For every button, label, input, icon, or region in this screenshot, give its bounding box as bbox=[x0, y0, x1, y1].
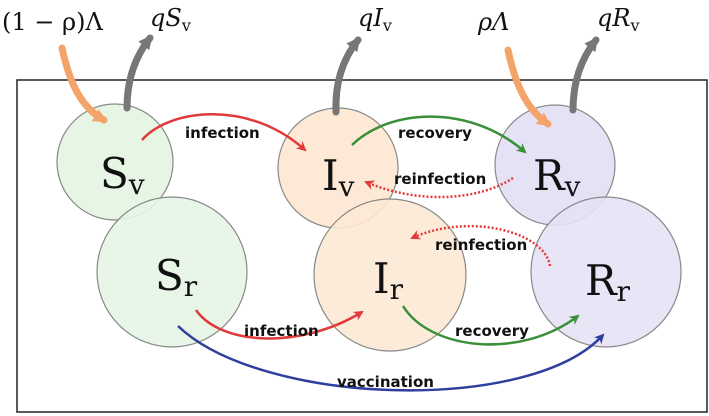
system-boundary bbox=[16, 79, 708, 413]
node-rr-circle bbox=[530, 196, 682, 348]
outflow-iv-label: qIv bbox=[358, 4, 392, 35]
infection-v-arrow bbox=[141, 113, 307, 152]
node-ir-label: Ir bbox=[373, 254, 404, 306]
outflow-rv-label: qRv bbox=[597, 4, 640, 35]
node-sr-circle bbox=[96, 196, 248, 348]
inflow-v-label: (1 − ρ)Λ bbox=[2, 8, 103, 36]
recovery-v-label: recovery bbox=[398, 124, 472, 142]
node-iv-label: Iv bbox=[322, 151, 355, 203]
node-sr-label: Sr bbox=[155, 251, 198, 303]
reinfection-r-arrow bbox=[410, 224, 552, 267]
node-rv-label: Rv bbox=[533, 151, 581, 203]
outflow-rv-arrow bbox=[569, 36, 600, 114]
recovery-r-arrow bbox=[401, 305, 580, 346]
outflow-iv-arrow bbox=[332, 36, 362, 116]
vaccination-label: vaccination bbox=[337, 373, 434, 391]
reinfection-r-label: reinfection bbox=[435, 236, 527, 254]
node-sv-label: Sv bbox=[100, 149, 145, 201]
inflow-v-arrow bbox=[58, 44, 108, 124]
reinfection-v-arrow bbox=[364, 176, 514, 199]
node-ir-circle bbox=[313, 198, 467, 352]
outflow-sv-arrow bbox=[123, 34, 154, 112]
infection-r-label: infection bbox=[244, 322, 319, 340]
inflow-r-label: ρΛ bbox=[477, 8, 509, 36]
outflow-sv-label: qSv bbox=[150, 4, 191, 35]
infection-v-label: infection bbox=[185, 124, 260, 142]
reinfection-v-label: reinfection bbox=[394, 170, 486, 188]
vaccination-arrow bbox=[177, 325, 605, 392]
node-sv-circle bbox=[56, 103, 174, 221]
recovery-v-arrow bbox=[351, 115, 527, 154]
recovery-r-label: recovery bbox=[455, 322, 529, 340]
infection-r-arrow bbox=[194, 309, 364, 340]
inflow-r-arrow bbox=[504, 46, 552, 128]
node-rr-label: Rr bbox=[585, 256, 631, 308]
